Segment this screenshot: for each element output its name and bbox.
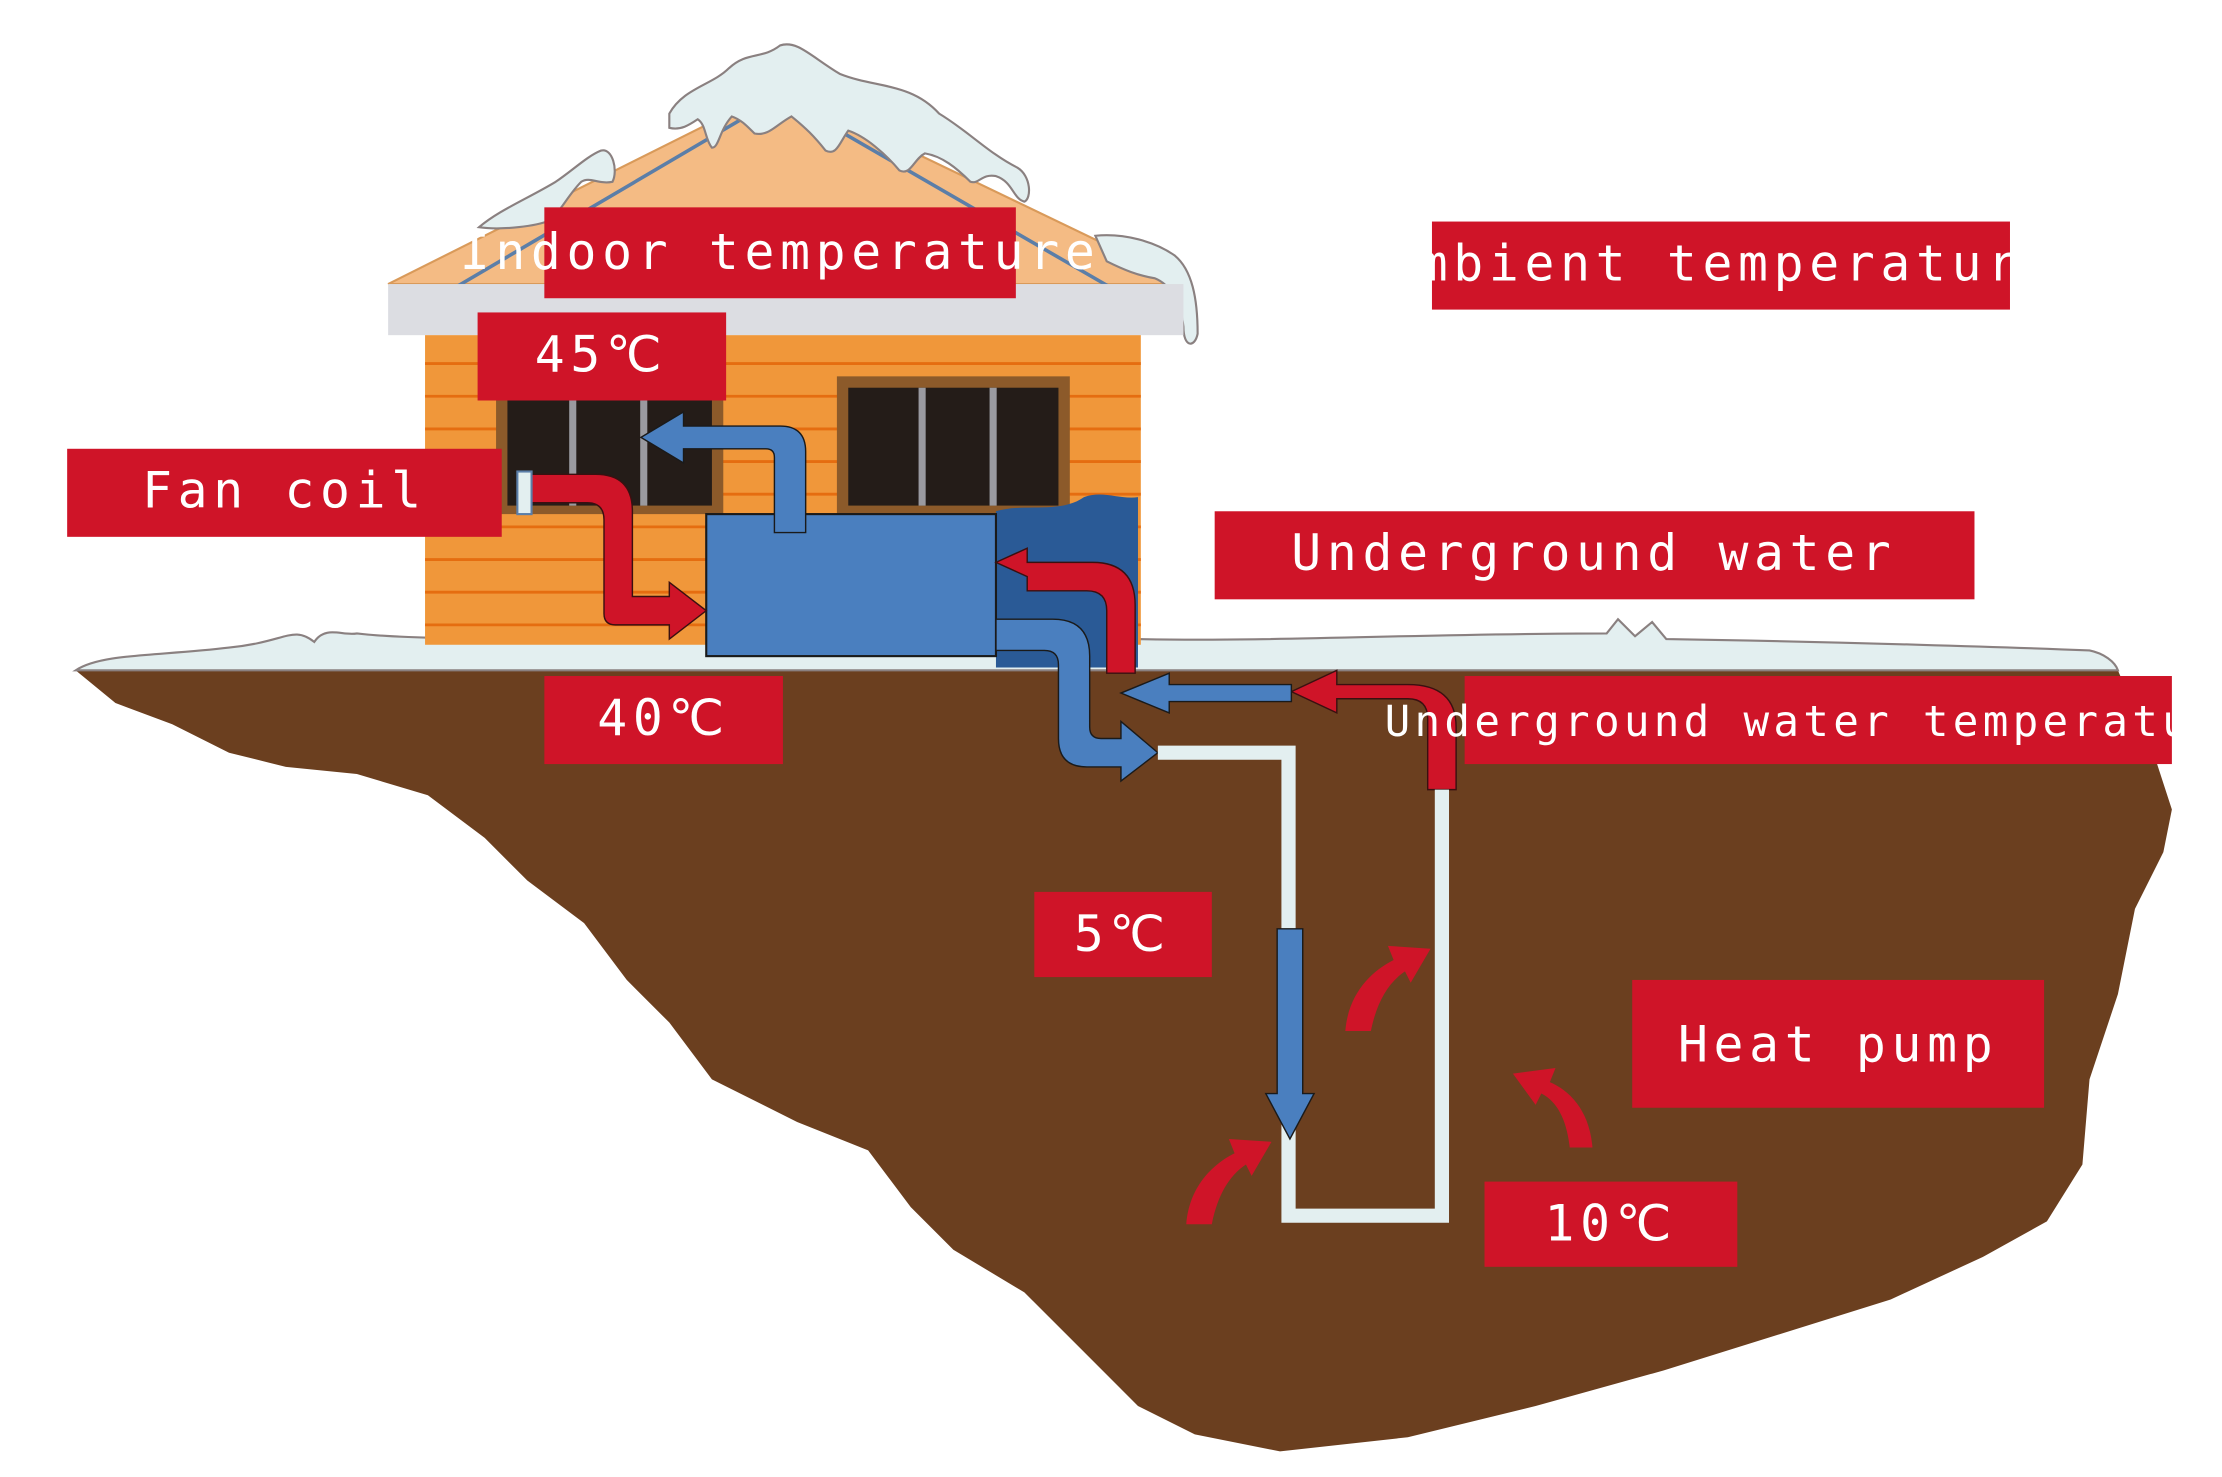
label-text: 45℃ [535,325,668,383]
window-right [836,376,1070,515]
well-down-arrow [1264,928,1316,1141]
label-text: 10℃ [1545,1195,1678,1253]
well-hot-return-pipe [994,547,1136,674]
unit-blue-up-pipe [639,410,807,534]
label-fan-coil: Fan coil [67,448,502,537]
well-hot-riser [1289,669,1457,791]
label-text: Heat pump [1678,1016,1998,1074]
label-indoor-temperature: Indoor temperature [460,207,1101,299]
label-text: Underground water temperature [1385,697,2222,747]
heat-pump-unit [705,513,998,658]
label-heat-pump: Heat pump [1632,979,2045,1108]
well-loop [1157,745,1450,1223]
label-underground-water: Underground water [1214,511,1975,600]
label-supply-temp: 45℃ [477,312,727,401]
label-well-out-temp: 5℃ [1034,891,1212,978]
label-return-temp: 40℃ [544,676,783,765]
heat-arrow-1 [1186,1138,1272,1225]
label-ambient-temperature: Ambient temperature [1382,221,2058,310]
fan-coil-unit [516,470,533,516]
label-text: 5℃ [1074,905,1171,963]
well-cold-supply-pipe [1119,672,1293,714]
label-text: Indoor temperature [460,223,1101,281]
label-text: Fan coil [142,462,427,520]
heat-arrow-3 [1512,1067,1593,1148]
roof-snow-right [1093,234,1199,345]
roof-snow [668,43,1031,203]
label-text: 40℃ [597,689,730,747]
heat-arrow-2 [1345,945,1431,1032]
label-well-in-temp: 10℃ [1484,1181,1738,1267]
label-text: Ambient temperature [1382,234,2058,292]
fan-coil-hot-pipe [529,473,708,641]
label-underground-water-temperature: Underground water temperature [1385,676,2222,765]
label-text: Underground water [1291,524,1896,582]
